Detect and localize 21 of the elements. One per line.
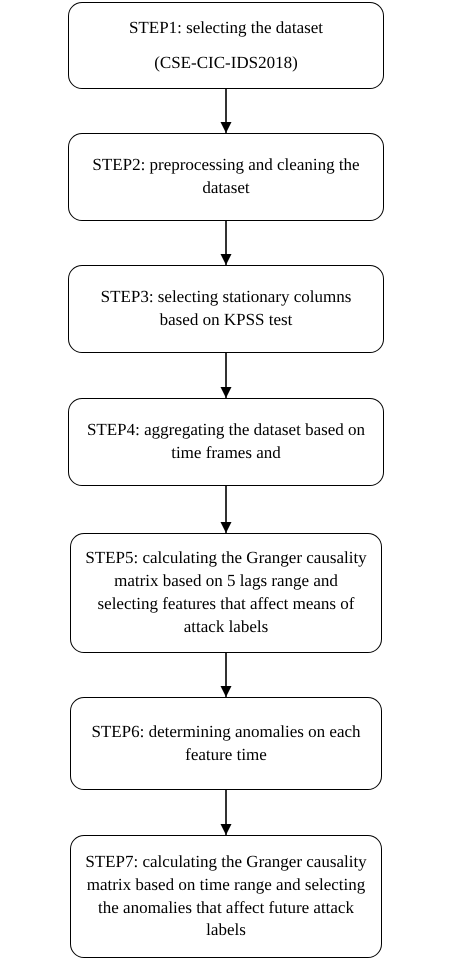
step-text: (CSE-CIC-IDS2018): [154, 52, 298, 74]
process-box: [68, 265, 384, 353]
step-text: STEP1: selecting the dataset: [128, 16, 324, 39]
arrow: [220, 221, 232, 265]
step-text: STEP5: calculating the Granger causality matrix based on 5 lags range and selecting features that affect means of attack labels: [84, 547, 368, 638]
step-text: STEP2: preprocessing and cleaning the dataset: [91, 154, 361, 199]
arrow: [220, 353, 232, 398]
arrow: [220, 653, 232, 697]
process-box: [68, 133, 384, 221]
step-text: STEP6: determining anomalies on each feature time: [90, 720, 362, 766]
process-box: [70, 533, 382, 653]
arrow: [220, 790, 232, 835]
process-box: [68, 398, 384, 486]
arrow: [220, 486, 232, 533]
arrow: [220, 89, 232, 133]
process-box: [70, 835, 382, 958]
step-text: STEP7: calculating the Granger causality matrix based on time range and selecting the anomalies that affect future attack labels: [84, 850, 368, 942]
step-text: STEP3: selecting stationary columns based on KPSS test: [100, 286, 352, 331]
process-box: [68, 2, 384, 89]
process-box: [70, 697, 382, 790]
step-text: STEP4: aggregating the dataset based on time frames and: [86, 419, 366, 464]
